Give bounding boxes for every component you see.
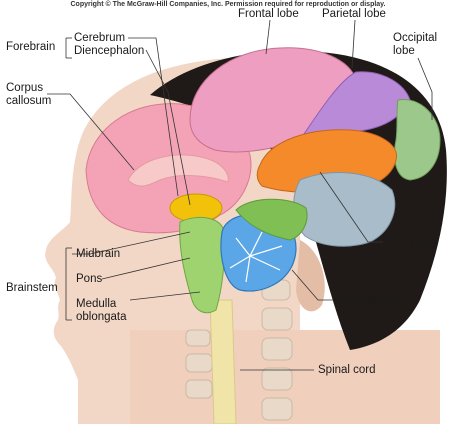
label-temporal-lobe-line1: Temporal (390, 236, 438, 248)
midbrain-leader (72, 231, 191, 255)
label-cerebrum: Cerebrum (74, 32, 126, 44)
label-parietal-lobe: Parietal lobe (322, 8, 386, 20)
cerebellum-leader (291, 269, 333, 301)
spinal-cord (209, 299, 237, 424)
label-occipital-lobe-line1: Occipital (393, 32, 438, 44)
leader-lines (47, 19, 433, 371)
occipital-underside (235, 198, 308, 241)
frontal-leader (265, 19, 271, 55)
temporal-leader (319, 171, 383, 243)
label-midbrain: Midbrain (76, 248, 121, 260)
label-frontal-lobe: Frontal lobe (238, 8, 299, 20)
cerebrum-leader (128, 37, 179, 197)
label-temporal-lobe-line2: lobe (390, 249, 412, 261)
ear-region (296, 240, 325, 312)
label-medulla-line2: oblongata (76, 311, 127, 323)
vertebrae (185, 279, 293, 421)
label-spinal-cord: Spinal cord (318, 364, 376, 376)
label-forebrain: Forebrain (6, 41, 56, 53)
occipital-lobe-shape (394, 99, 441, 181)
label-corpus-callosum-line2: callosum (6, 95, 52, 107)
medulla-leader (129, 291, 201, 301)
label-diencephalon: Diencephalon (74, 45, 145, 57)
label-pons: Pons (76, 273, 103, 285)
occipital-leader (417, 57, 433, 120)
cerebellum-arbor-vitae (229, 231, 283, 283)
copyright-notice: Copyright © The McGraw-Hill Companies, I… (70, 1, 386, 8)
parietal-leader (351, 19, 356, 69)
corpus-callosum-shape (127, 154, 229, 187)
label-medulla-line1: Medulla (76, 298, 117, 310)
cerebellum-exterior-shape (293, 172, 396, 247)
label-brainstem: Brainstem (6, 282, 58, 294)
diencephalon-leader (145, 49, 191, 206)
corpus-callosum-leader (47, 93, 135, 171)
brainstem-shape (179, 216, 225, 314)
pons-leader (101, 257, 191, 280)
label-corpus-callosum-line1: Corpus (6, 82, 44, 94)
label-cerebellum: Cerebellum (336, 294, 395, 306)
label-occipital-lobe-line2: lobe (393, 45, 415, 57)
